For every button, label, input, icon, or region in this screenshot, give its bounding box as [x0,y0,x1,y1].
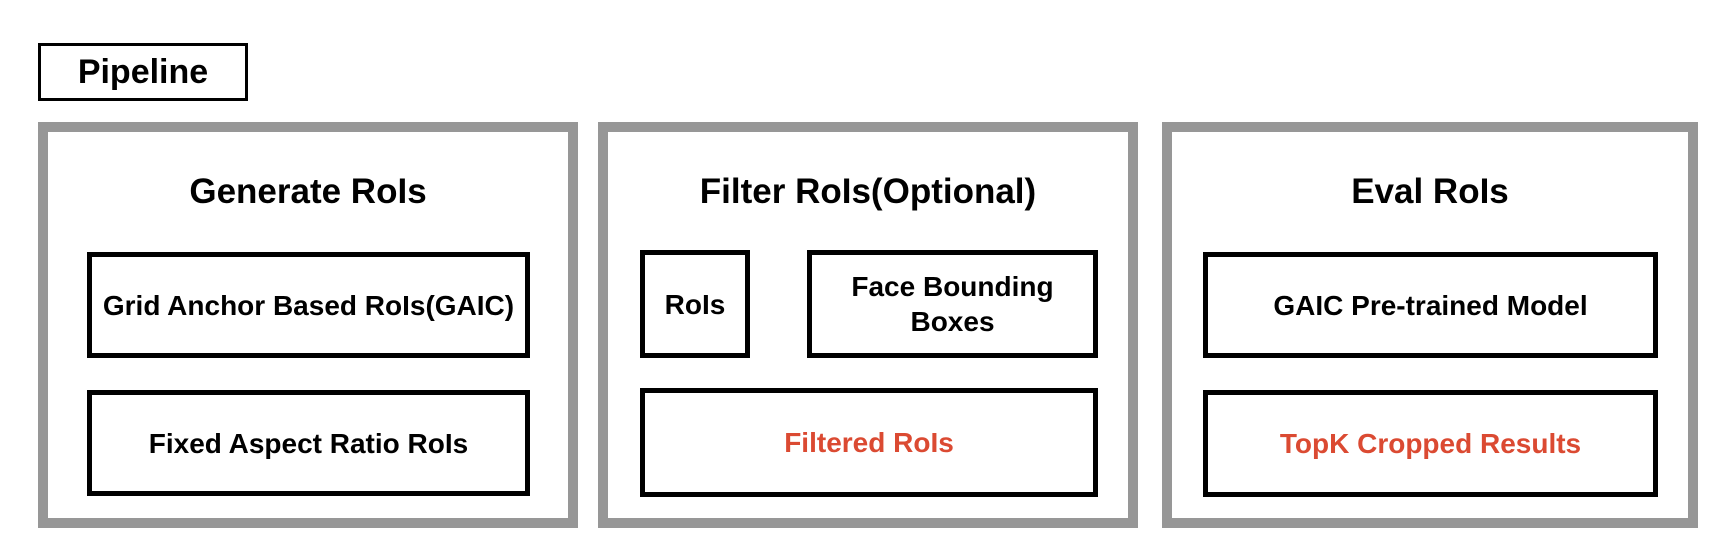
node-rois: RoIs [640,250,750,358]
node-face-bounding-boxes: Face Bounding Boxes [807,250,1098,358]
node-gaic-pretrained-model: GAIC Pre-trained Model [1203,252,1658,358]
node-topk-cropped-results: TopK Cropped Results [1203,390,1658,497]
node-label: Grid Anchor Based RoIs(GAIC) [102,289,515,321]
node-label: Face Bounding Boxes [851,271,1054,337]
panel-filter-rois: Filter RoIs(Optional) RoIs Face Bounding… [598,122,1138,528]
node-label: RoIs [664,288,726,320]
panel-eval-rois-title: Eval RoIs [1351,172,1509,211]
node-label: TopK Cropped Results [1279,428,1582,459]
panel-generate-rois: Generate RoIs Grid Anchor Based RoIs(GAI… [38,122,578,528]
panel-generate-rois-title: Generate RoIs [189,172,427,211]
pipeline-title: Pipeline [77,52,209,91]
panel-eval-rois: Eval RoIs GAIC Pre-trained Model TopK Cr… [1162,122,1698,528]
pipeline-title-box: Pipeline [38,43,248,101]
panel-filter-rois-title: Filter RoIs(Optional) [699,172,1037,211]
node-label: Fixed Aspect Ratio RoIs [148,427,469,459]
node-filtered-rois: Filtered RoIs [640,388,1098,497]
node-label: Filtered RoIs [784,427,954,458]
node-grid-anchor-based-rois: Grid Anchor Based RoIs(GAIC) [87,252,530,358]
node-fixed-aspect-ratio-rois: Fixed Aspect Ratio RoIs [87,390,530,496]
node-label: GAIC Pre-trained Model [1273,289,1588,321]
